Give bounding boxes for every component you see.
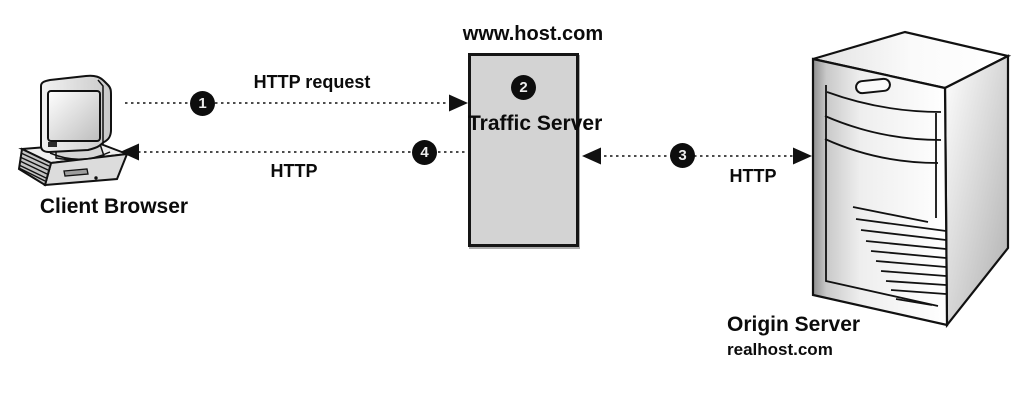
arrowhead-right-icon: [449, 94, 468, 112]
traffic-server-hostname: www.host.com: [462, 23, 604, 45]
step-badge-2: 2: [511, 75, 536, 100]
origin-server-hostname: realhost.com: [727, 340, 833, 359]
tower-vent-lines: [852, 206, 947, 306]
tower-handle: [855, 77, 891, 95]
client-browser-label: Client Browser: [39, 195, 189, 218]
arrowhead-left-icon: [120, 143, 139, 161]
origin-link-arrow: [582, 147, 812, 165]
http-response-label: HTTP: [270, 161, 318, 181]
http-origin-link-label: HTTP: [729, 166, 777, 186]
step-badge-1: 1: [190, 91, 215, 116]
client-computer-icon: [17, 74, 129, 187]
tower-side-face: [943, 54, 1010, 329]
power-led: [94, 176, 98, 180]
case-vent-grill: [18, 152, 50, 182]
crt-monitor: [40, 74, 112, 154]
request-arrow: [125, 94, 468, 112]
http-request-label: HTTP request: [253, 72, 371, 92]
origin-server-label: Origin Server: [727, 313, 861, 336]
traffic-server-label: Traffic Server: [468, 112, 603, 135]
step-badge-4: 4: [412, 140, 437, 165]
floppy-slot: [63, 168, 89, 177]
origin-server-icon: [811, 30, 1012, 329]
tower-front-face: [811, 57, 949, 327]
monitor-screen: [47, 90, 101, 142]
arrowhead-left-icon: [582, 147, 601, 165]
response-arrow: [120, 143, 466, 161]
step-badge-3: 3: [670, 143, 695, 168]
arrowhead-right-icon: [793, 147, 812, 165]
